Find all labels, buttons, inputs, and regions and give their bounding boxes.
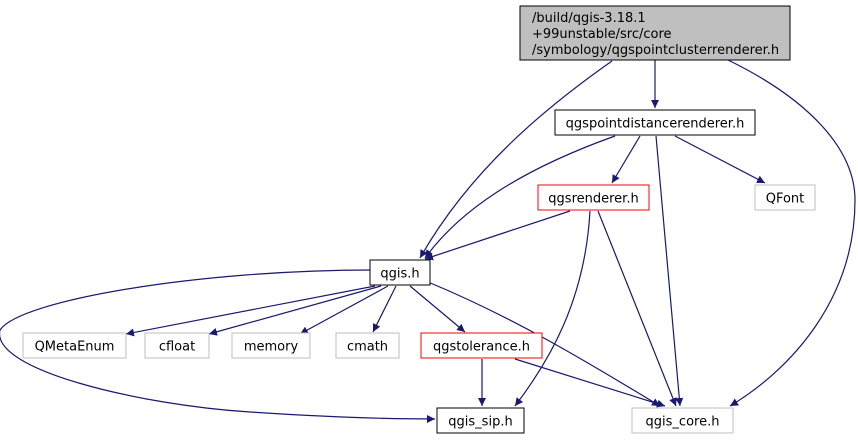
node-qgstolerance[interactable]: qgstolerance.h [420,332,543,359]
node-qfont[interactable]: QFont [754,184,816,211]
node-box-cmath [335,332,400,359]
node-label-root-line-3: /symbology/qgspointclusterrenderer.h [532,43,779,58]
edge-qgspointdistancerenderer-to-qgis [424,135,616,259]
node-box-root [519,5,791,61]
edge-qgis-to-cmath [372,285,397,333]
edge-qgis-to-qgis_core [427,281,661,407]
node-qgis_sip[interactable]: qgis_sip.h [436,407,525,434]
node-root[interactable]: /build/qgis-3.18.1+99unstable/src/core/s… [519,5,791,61]
node-label-cfloat: cfloat [159,340,195,355]
edge-qgsrenderer-to-qgis [424,210,571,261]
node-label-qgsrenderer: qgsrenderer.h [548,192,638,207]
node-qgis[interactable]: qgis.h [369,259,431,286]
node-box-qgis [369,259,431,286]
node-box-qmetaenum [22,332,127,359]
edge-root-to-qgis_core [727,59,856,407]
node-label-memory: memory [244,340,299,355]
node-cmath[interactable]: cmath [335,332,400,359]
edge-root-to-qgis [419,60,613,259]
nodes-layer: /build/qgis-3.18.1+99unstable/src/core/s… [22,5,816,434]
node-box-qfont [754,184,816,211]
edge-qgspointdistancerenderer-to-qgsrenderer [611,135,641,184]
node-label-qgis: qgis.h [380,267,419,282]
node-memory[interactable]: memory [231,332,311,359]
node-label-qgis_sip: qgis_sip.h [448,415,512,430]
node-label-root-line-2: +99unstable/src/core [532,27,672,42]
node-box-qgstolerance [420,332,543,359]
node-box-memory [231,332,311,359]
node-box-qgspointdistancerenderer [554,109,756,136]
node-cfloat[interactable]: cfloat [144,332,210,359]
edge-qgsrenderer-to-qgis_sip [514,210,591,407]
node-label-qfont: QFont [766,192,805,207]
edge-qgis-to-memory [299,285,389,335]
node-box-qgis_sip [436,407,525,434]
edge-qgis-to-qmetaenum [125,285,376,337]
node-label-qgis_core: qgis_core.h [646,415,720,430]
node-label-cmath: cmath [347,340,388,355]
node-qgsrenderer[interactable]: qgsrenderer.h [537,184,650,211]
edge-qgis-to-cfloat [208,285,382,336]
node-qgspointdistancerenderer[interactable]: qgspointdistancerenderer.h [554,109,756,136]
edge-qgspointdistancerenderer-to-qgis_core [655,135,684,407]
node-qgis_core[interactable]: qgis_core.h [631,407,734,434]
node-label-qmetaenum: QMetaEnum [35,340,115,355]
node-box-qgis_core [631,407,734,434]
node-label-root-line-1: /build/qgis-3.18.1 [532,11,646,26]
edge-qgis-to-qgstolerance [409,285,466,333]
node-box-cfloat [144,332,210,359]
edge-qgsrenderer-to-qgis_core [597,210,677,407]
edges-layer [0,59,856,423]
edge-qgspointdistancerenderer-to-qfont [674,135,766,184]
node-label-qgstolerance: qgstolerance.h [433,340,530,355]
node-qmetaenum[interactable]: QMetaEnum [22,332,127,359]
edge-qgstolerance-to-qgis_core [514,358,666,408]
edge-qgis-to-qgis_sip [0,269,436,423]
node-label-qgspointdistancerenderer: qgspointdistancerenderer.h [566,117,745,132]
node-box-qgsrenderer [537,184,650,211]
